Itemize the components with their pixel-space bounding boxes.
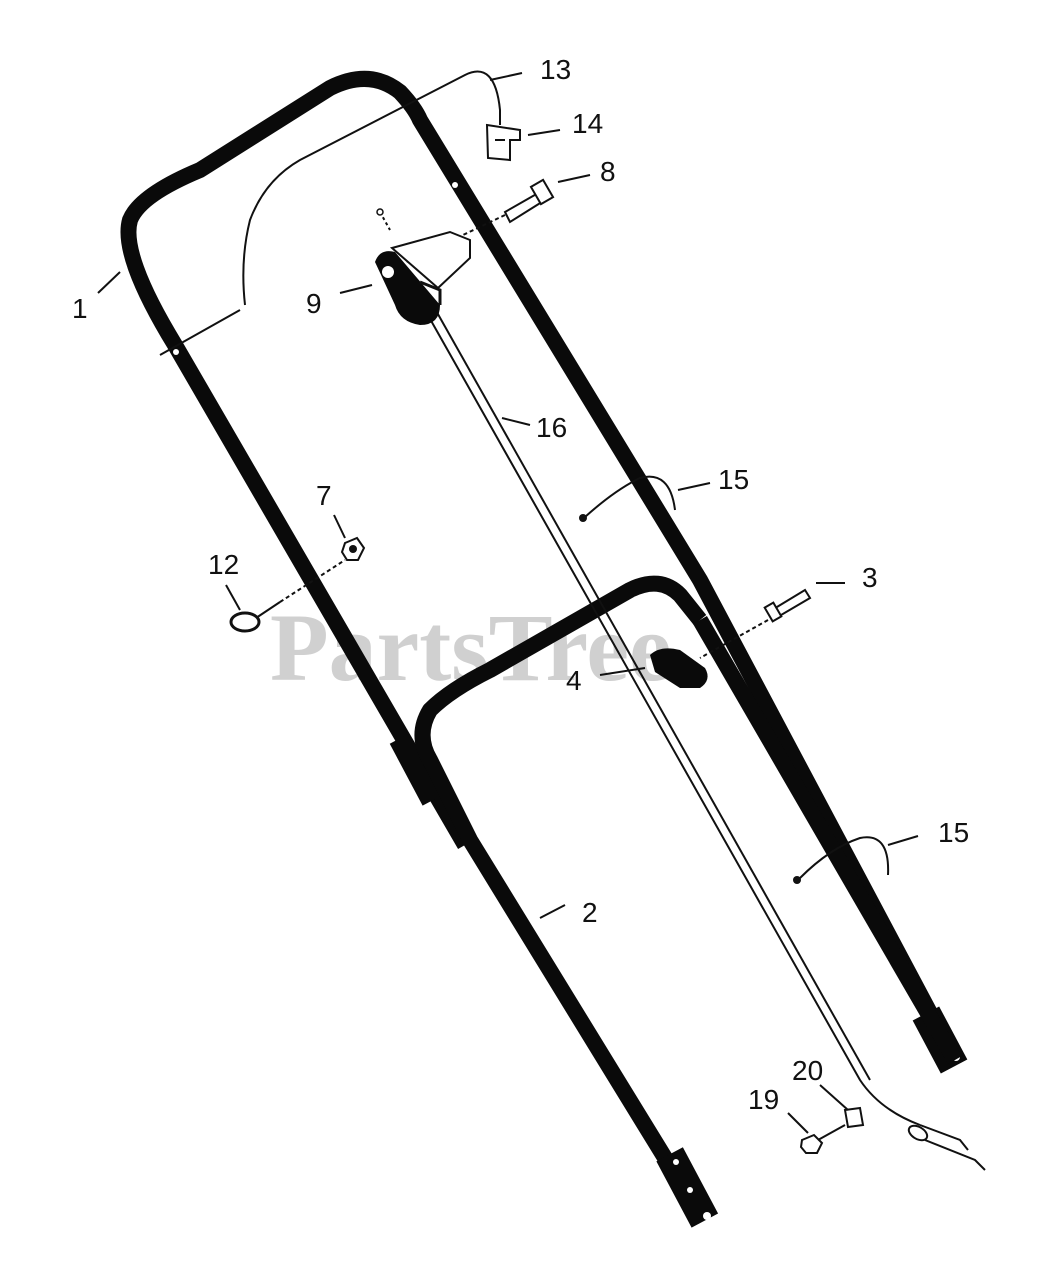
nut-7 [340, 536, 366, 561]
control-housing [375, 208, 471, 325]
callout-19: 19 [748, 1084, 779, 1115]
cable-tie-upper [579, 475, 676, 522]
callout-9: 9 [306, 288, 322, 319]
callout-labels: 1 2 3 4 7 8 9 12 13 14 15 15 16 19 20 [72, 54, 969, 1115]
callout-4: 4 [566, 665, 582, 696]
callout-14: 14 [572, 108, 603, 139]
callout-1: 1 [72, 293, 88, 324]
callout-20: 20 [792, 1055, 823, 1086]
control-cable [424, 299, 986, 1171]
callout-3: 3 [862, 562, 878, 593]
eye-bolt-12 [229, 559, 346, 633]
callout-15-upper: 15 [718, 464, 749, 495]
callout-leaders [97, 72, 919, 1134]
callout-15-lower: 15 [938, 817, 969, 848]
callout-12: 12 [208, 549, 239, 580]
callout-8: 8 [600, 156, 616, 187]
cable-wire [159, 70, 501, 356]
callout-16: 16 [536, 412, 567, 443]
wing-knob [650, 648, 708, 688]
bolt-3 [699, 588, 812, 659]
callout-13: 13 [540, 54, 571, 85]
upper-handle [120, 70, 968, 1074]
callout-7: 7 [316, 480, 332, 511]
lower-handle [414, 575, 962, 1228]
cable-tie-lower [793, 836, 890, 884]
clamp-20 [843, 1106, 865, 1129]
cable-clip [485, 123, 521, 162]
screw-19 [799, 1124, 846, 1154]
callout-2: 2 [582, 897, 598, 928]
